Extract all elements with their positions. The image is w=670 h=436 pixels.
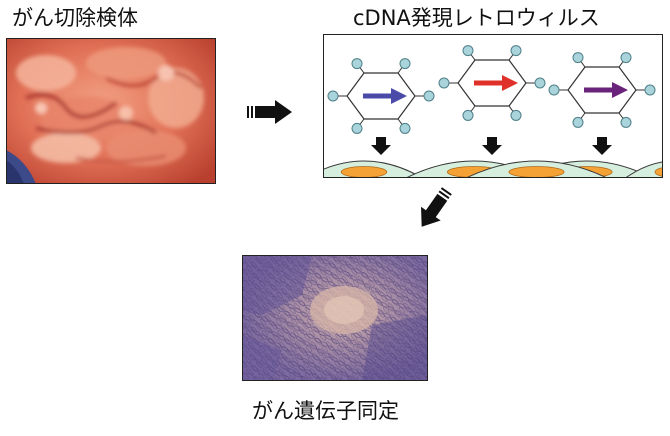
vector-knob — [462, 109, 474, 121]
vector-knob — [351, 122, 363, 134]
identification-label: がん遺伝子同定 — [252, 399, 399, 423]
vector-knob — [572, 52, 584, 64]
vector-cdna-arrowhead — [502, 75, 518, 91]
vector-knob — [399, 122, 411, 134]
vector-knob — [327, 90, 339, 102]
vector-knob — [548, 84, 560, 96]
micrograph-photo — [242, 255, 428, 381]
cell-nucleus — [654, 167, 662, 177]
cell-nucleus — [340, 166, 388, 177]
arrow-specimen-to-library — [247, 100, 292, 124]
retrovirus-diagram — [324, 45, 662, 177]
vector-knob — [510, 45, 522, 57]
vector-knob — [644, 84, 656, 96]
specimen-label: がん切除検体 — [12, 6, 138, 30]
vector-knob — [620, 52, 632, 64]
vector-knob — [399, 58, 411, 70]
infection-arrow — [371, 137, 391, 155]
vector-knob — [438, 77, 450, 89]
vector-knob — [351, 58, 363, 70]
vector-knob — [423, 90, 435, 102]
infection-arrow — [592, 137, 612, 155]
vector-knob — [534, 77, 546, 89]
vector-knob — [572, 116, 584, 128]
cell — [626, 161, 662, 177]
vector-knob — [620, 116, 632, 128]
vector-cdna-arrowhead — [391, 88, 407, 104]
vector-knob — [510, 109, 522, 121]
micrograph-image — [242, 255, 428, 381]
retrovirus-panel — [323, 34, 663, 178]
vector-cdna-arrowhead — [612, 82, 628, 98]
specimen-photo-image — [6, 38, 216, 184]
specimen-photo — [6, 38, 216, 184]
arrow-library-to-identification — [421, 187, 452, 227]
cell-nucleus — [508, 166, 565, 177]
infection-arrow — [482, 137, 502, 155]
library-label: cDNA発現レトロウィルス — [353, 6, 600, 30]
vector-knob — [462, 45, 474, 57]
